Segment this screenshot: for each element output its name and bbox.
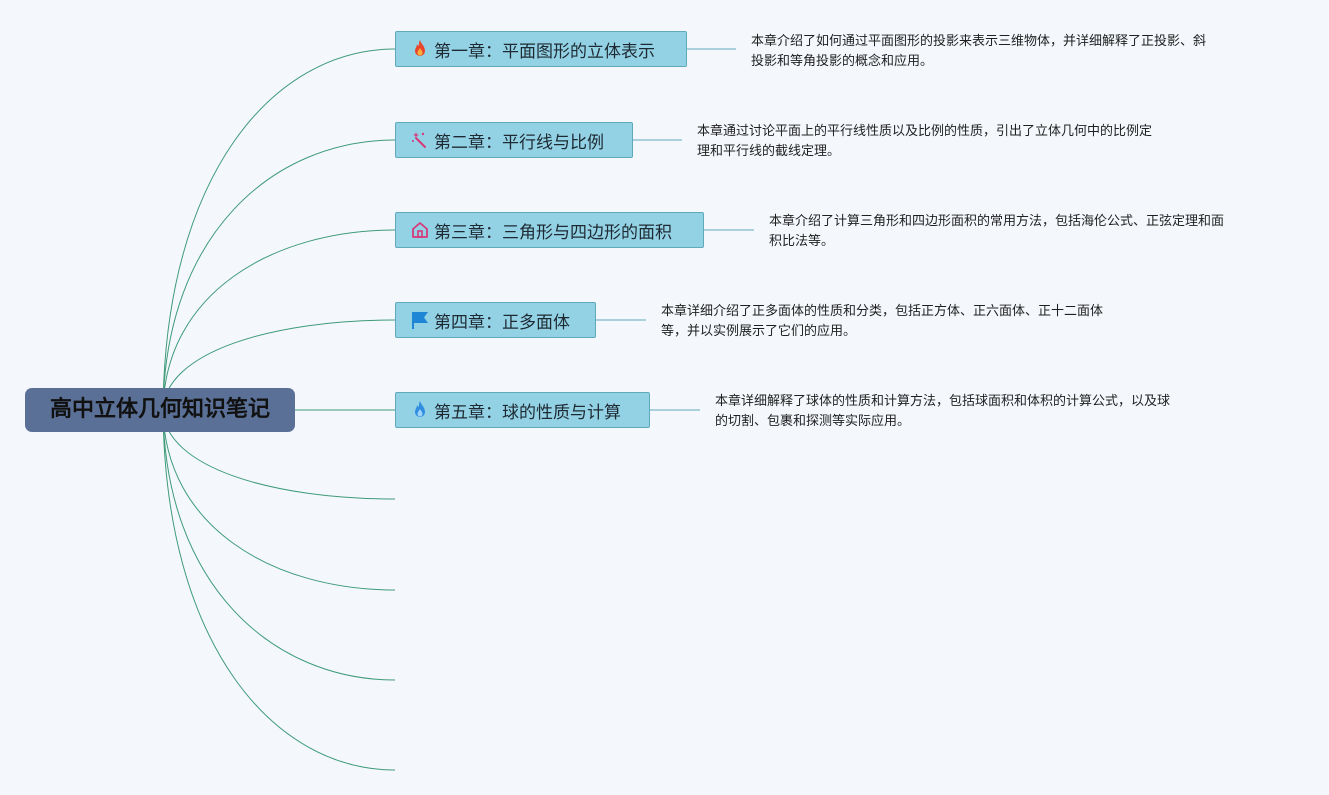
branch-chapter-1	[162, 48, 396, 411]
chapter-5-description[interactable]: 本章详细解释了球体的性质和计算方法，包括球面积和体积的计算公式，以及球 的切割、…	[715, 392, 1170, 432]
chapter-4-label: 第四章：正多面体	[434, 312, 570, 333]
branch-empty-4	[162, 409, 396, 771]
branch-chapter-2	[162, 139, 396, 411]
chapter-3-description-line-2: 积比法等。	[769, 234, 835, 249]
chapter-5-node[interactable]: 第五章：球的性质与计算	[395, 392, 650, 428]
chapter-1-description[interactable]: 本章介绍了如何通过平面图形的投影来表示三维物体，并详细解释了正投影、斜 投影和等…	[751, 32, 1206, 72]
chapter-1-node[interactable]: 第一章：平面图形的立体表示	[395, 31, 687, 67]
chapter-2-node[interactable]: 第二章：平行线与比例	[395, 122, 633, 158]
flag-icon	[410, 310, 430, 330]
branch-chapter-3	[162, 229, 396, 411]
chapter-4-description-line-1: 本章详细介绍了正多面体的性质和分类，包括正方体、正六面体、正十二面体	[661, 304, 1104, 319]
chapter-3-description[interactable]: 本章介绍了计算三角形和四边形面积的常用方法，包括海伦公式、正弦定理和面 积比法等…	[769, 212, 1224, 252]
root-topic[interactable]: 高中立体几何知识笔记	[25, 388, 295, 432]
chapter-1-description-line-2: 投影和等角投影的概念和应用。	[751, 54, 934, 69]
home-icon	[410, 220, 430, 240]
chapter-5-description-line-2: 的切割、包裹和探测等实际应用。	[715, 414, 911, 429]
chapter-4-node[interactable]: 第四章：正多面体	[395, 302, 596, 338]
chapter-5-description-line-1: 本章详细解释了球体的性质和计算方法，包括球面积和体积的计算公式，以及球	[715, 394, 1171, 409]
chapter-4-description-line-2: 等，并以实例展示了它们的应用。	[661, 324, 857, 339]
chapter-3-label: 第三章：三角形与四边形的面积	[434, 222, 672, 243]
magic-wand-icon	[410, 130, 430, 150]
chapter-3-node[interactable]: 第三章：三角形与四边形的面积	[395, 212, 704, 248]
flame-icon	[410, 400, 430, 420]
branch-empty-2	[162, 409, 396, 591]
chapter-2-label: 第二章：平行线与比例	[434, 132, 604, 153]
chapter-3-description-line-1: 本章介绍了计算三角形和四边形面积的常用方法，包括海伦公式、正弦定理和面	[769, 214, 1225, 229]
chapter-1-label: 第一章：平面图形的立体表示	[434, 41, 655, 62]
branch-empty-3	[162, 409, 396, 681]
chapter-2-description-line-1: 本章通过讨论平面上的平行线性质以及比例的性质，引出了立体几何中的比例定	[697, 124, 1153, 139]
chapter-2-description-line-2: 理和平行线的截线定理。	[697, 144, 841, 159]
chapter-1-description-line-1: 本章介绍了如何通过平面图形的投影来表示三维物体，并详细解释了正投影、斜	[751, 34, 1207, 49]
chapter-4-description[interactable]: 本章详细介绍了正多面体的性质和分类，包括正方体、正六面体、正十二面体 等，并以实…	[661, 302, 1103, 342]
chapter-5-label: 第五章：球的性质与计算	[434, 402, 621, 423]
fire-icon	[410, 39, 430, 59]
chapter-2-description[interactable]: 本章通过讨论平面上的平行线性质以及比例的性质，引出了立体几何中的比例定 理和平行…	[697, 122, 1152, 162]
